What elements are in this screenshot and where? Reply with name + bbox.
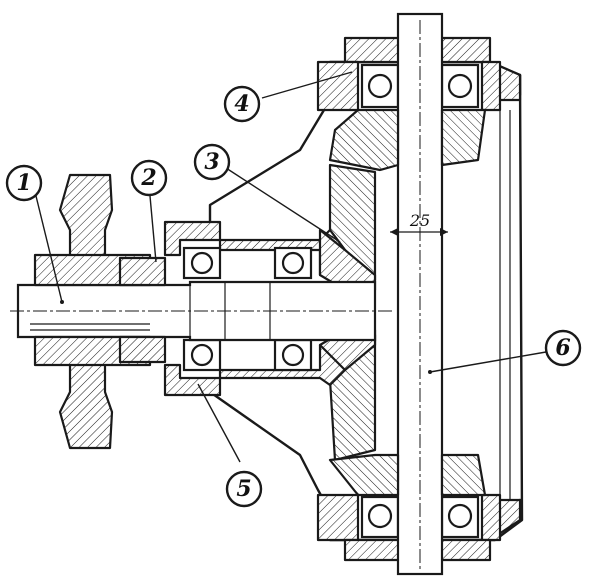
svg-text:5: 5 xyxy=(236,476,251,502)
dimension-25: 25 xyxy=(390,211,448,236)
pinion-housing xyxy=(163,220,377,397)
svg-text:2: 2 xyxy=(140,165,156,191)
callout-4: 4 xyxy=(223,85,261,123)
svg-text:4: 4 xyxy=(234,91,249,117)
callout-1: 1 xyxy=(5,164,43,202)
callout-3: 3 xyxy=(193,143,231,181)
leader-lines xyxy=(35,71,547,463)
callout-6: 6 xyxy=(544,329,582,367)
svg-text:3: 3 xyxy=(204,149,219,175)
vertical-shaft xyxy=(396,12,444,576)
svg-text:6: 6 xyxy=(555,335,570,361)
lower-bearing-housing xyxy=(316,493,502,562)
callout-5: 5 xyxy=(225,470,263,508)
pinion-shaft xyxy=(10,280,395,342)
dimension-label: 25 xyxy=(409,211,430,230)
sprocket xyxy=(33,173,167,450)
callout-2: 2 xyxy=(130,159,168,197)
svg-text:1: 1 xyxy=(16,170,31,196)
